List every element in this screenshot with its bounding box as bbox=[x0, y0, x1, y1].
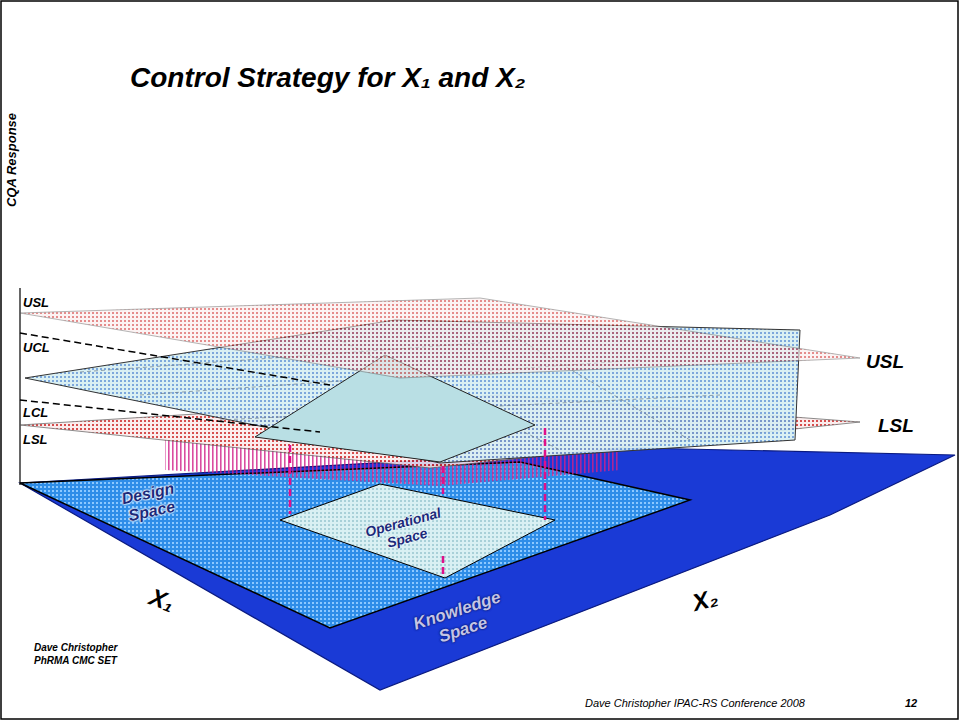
lsl-plane bbox=[20, 395, 860, 468]
slide-title: Control Strategy for X₁ and X₂ bbox=[130, 62, 525, 94]
limit-label: LSL bbox=[878, 415, 914, 437]
limit-label: LCL bbox=[23, 406, 48, 421]
page-number: 12 bbox=[905, 697, 917, 710]
knowledge-space-region: Knowledge SpaceDesign SpaceOperational S… bbox=[20, 448, 955, 690]
surface-grid bbox=[80, 328, 720, 450]
design-space-region: Design SpaceOperational Space bbox=[20, 462, 690, 628]
operational-response-patch bbox=[255, 355, 535, 462]
lcl-line bbox=[20, 400, 320, 432]
limit-label: UCL bbox=[23, 341, 50, 356]
ucl-line bbox=[20, 333, 330, 385]
axis-label: X₁ bbox=[146, 583, 178, 617]
limit-label: USL bbox=[23, 296, 49, 311]
axis-label: CQA Response bbox=[5, 113, 20, 207]
author-note: Dave Christopher bbox=[34, 642, 117, 654]
limit-label: LSL bbox=[23, 433, 48, 448]
region-shape bbox=[280, 484, 555, 578]
limit-label: USL bbox=[866, 351, 904, 373]
region-shape bbox=[20, 448, 955, 690]
projection-line bbox=[290, 428, 545, 576]
usl-plane bbox=[20, 298, 860, 378]
region-shape bbox=[20, 462, 690, 628]
response-surface bbox=[25, 320, 800, 463]
operational-space-region: Operational Space bbox=[280, 484, 555, 578]
footer-text: Dave Christopher IPAC-RS Conference 2008 bbox=[585, 697, 805, 710]
projection-hatch bbox=[165, 440, 620, 486]
author-note: PhRMA CMC SET bbox=[34, 655, 117, 667]
axis-label: X₂ bbox=[689, 583, 720, 616]
response-axis bbox=[19, 288, 20, 485]
